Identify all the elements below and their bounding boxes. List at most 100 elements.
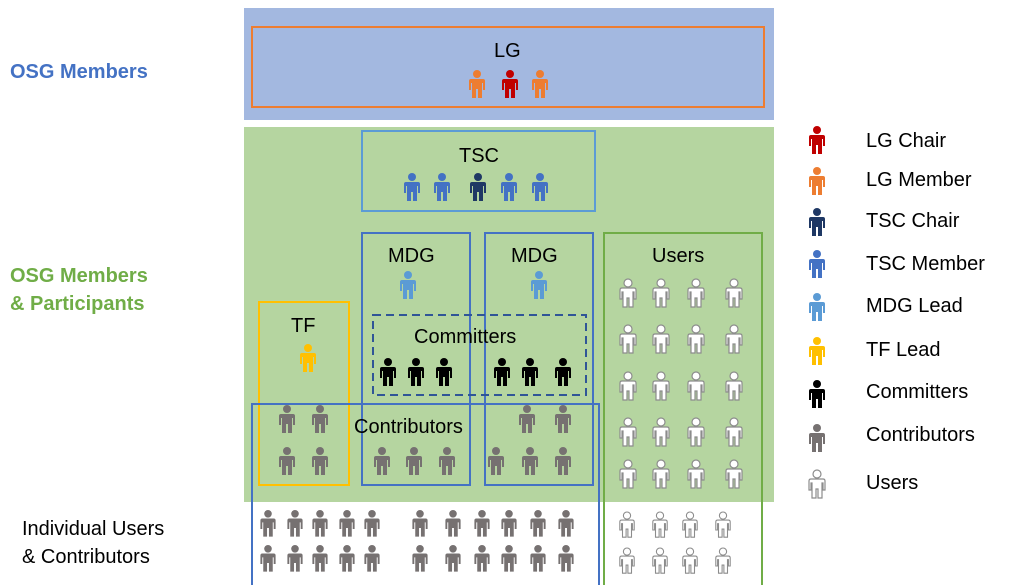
user-person-icon (619, 459, 637, 489)
contributor-person-icon (445, 510, 461, 537)
contributor-person-icon (339, 510, 355, 537)
user-person-icon (652, 547, 668, 574)
mdg-left-box (361, 232, 471, 486)
user-person-icon (687, 278, 705, 308)
lg-member-person-icon (469, 70, 485, 98)
contributor-person-icon (474, 545, 490, 572)
osg-participants-label-line2: & Participants (10, 293, 145, 315)
mdg-right-box (484, 232, 594, 486)
user-person-icon (725, 417, 743, 447)
contributor-person-icon (312, 405, 328, 433)
tf-title: TF (291, 315, 316, 337)
legend-label-users: Users (866, 472, 919, 494)
contributor-person-icon (445, 545, 461, 572)
contributor-person-icon (501, 545, 517, 572)
contributor-person-icon (555, 447, 571, 475)
contributor-person-icon (501, 510, 517, 537)
legend-tsc-chair-icon (809, 208, 825, 236)
committer-person-icon (555, 358, 571, 386)
mdg-left-title: MDG (388, 245, 435, 267)
lg-title: LG (494, 40, 521, 62)
user-person-icon (715, 547, 731, 574)
tsc-title: TSC (459, 145, 499, 167)
legend-committer-icon (809, 380, 825, 408)
user-person-icon (619, 278, 637, 308)
contributor-person-icon (312, 545, 328, 572)
user-person-icon (652, 511, 668, 538)
tsc-member-person-icon (404, 173, 420, 201)
user-person-icon (687, 324, 705, 354)
contributor-person-icon (374, 447, 390, 475)
contributor-person-icon (260, 545, 276, 572)
contributor-person-icon (339, 545, 355, 572)
legend-tf-lead-icon (809, 337, 825, 365)
legend-label-contributors: Contributors (866, 424, 975, 446)
user-person-icon (725, 324, 743, 354)
contributor-person-icon (287, 510, 303, 537)
user-person-icon (725, 459, 743, 489)
user-person-icon (619, 371, 637, 401)
contributor-person-icon (519, 405, 535, 433)
committer-person-icon (408, 358, 424, 386)
user-person-icon (652, 371, 670, 401)
user-person-icon (652, 278, 670, 308)
contributor-person-icon (558, 545, 574, 572)
user-person-icon (619, 547, 635, 574)
legend-label-mdg-lead: MDG Lead (866, 295, 963, 317)
contributor-person-icon (287, 545, 303, 572)
legend-label-committers: Committers (866, 381, 969, 403)
legend-label-tsc-chair: TSC Chair (866, 210, 960, 232)
user-person-icon (619, 324, 637, 354)
mdg-lead-person-icon (531, 271, 547, 299)
tsc-member-person-icon (501, 173, 517, 201)
user-person-icon (687, 371, 705, 401)
legend-lg-chair-icon (809, 126, 825, 154)
legend-label-tf-lead: TF Lead (866, 339, 941, 361)
user-person-icon (619, 511, 635, 538)
individual-users-label: Individual Users & Contributors (22, 515, 164, 571)
legend-label-tsc-member: TSC Member (866, 253, 985, 275)
contributor-person-icon (474, 510, 490, 537)
contributor-person-icon (364, 545, 380, 572)
contributor-person-icon (312, 447, 328, 475)
committer-person-icon (522, 358, 538, 386)
osg-participants-label-line1: OSG Members (10, 265, 148, 287)
user-person-icon (687, 459, 705, 489)
committer-person-icon (436, 358, 452, 386)
tf-box (258, 301, 350, 486)
users-title: Users (652, 245, 705, 267)
individual-users-label-line1: Individual Users (22, 518, 165, 540)
contributor-person-icon (530, 545, 546, 572)
contributors-box (251, 403, 600, 585)
contributor-person-icon (279, 447, 295, 475)
contributor-person-icon (530, 510, 546, 537)
legend-label-lg-chair: LG Chair (866, 130, 947, 152)
legend-tsc-member-icon (809, 250, 825, 278)
mdg-lead-person-icon (400, 271, 416, 299)
tsc-member-person-icon (532, 173, 548, 201)
osg-members-label: OSG Members (10, 61, 148, 83)
contributor-person-icon (412, 510, 428, 537)
user-person-icon (682, 547, 698, 574)
contributor-person-icon (488, 447, 504, 475)
contributor-person-icon (522, 447, 538, 475)
contributor-person-icon (412, 545, 428, 572)
tsc-chair-person-icon (470, 173, 486, 201)
individual-users-label-line2: & Contributors (22, 546, 150, 568)
mdg-right-title: MDG (511, 245, 558, 267)
contributor-person-icon (364, 510, 380, 537)
users-box (603, 232, 763, 585)
committer-person-icon (380, 358, 396, 386)
lg-chair-person-icon (502, 70, 518, 98)
legend-contributor-icon (809, 424, 825, 452)
committers-title: Committers (414, 326, 517, 348)
user-person-icon (652, 417, 670, 447)
lg-box (251, 26, 765, 108)
user-person-icon (687, 417, 705, 447)
lg-member-person-icon (532, 70, 548, 98)
tsc-member-person-icon (434, 173, 450, 201)
user-person-icon (682, 511, 698, 538)
legend-label-lg-member: LG Member (866, 169, 972, 191)
osg-participants-label: OSG Members & Participants (10, 262, 148, 318)
